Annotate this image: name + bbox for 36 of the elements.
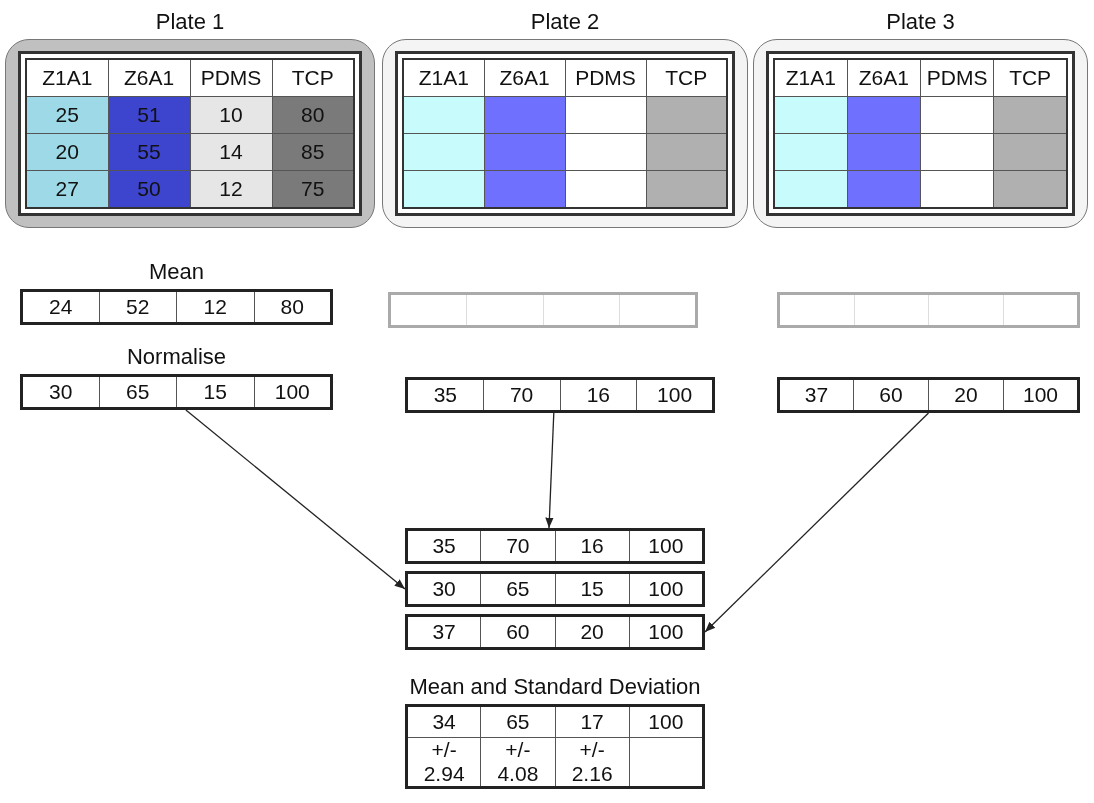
arrow [185,409,406,590]
arrow [545,412,555,529]
column-header: Z1A1 [26,59,108,97]
heading: Plate 1 [154,8,226,36]
value-cell: 17 [555,705,630,738]
column-header: Z1A1 [774,59,848,97]
value-cell: 85 [272,133,354,171]
value-cell: 80 [272,96,354,134]
value-cell: 65 [480,705,555,738]
value-cell: 51 [108,96,190,134]
value-cell: 75 [272,170,354,208]
column-header: PDMS [190,59,272,97]
heading: Normalise [126,343,227,371]
column-header: Z6A1 [108,59,190,97]
value-cell: 12 [190,170,272,208]
heading: Mean [147,258,205,286]
column-header: TCP [646,59,727,97]
value-cell: 20 [26,133,108,171]
column-header: Z1A1 [403,59,484,97]
value-cell: 55 [108,133,190,171]
value-cell: 10 [190,96,272,134]
column-header: Z6A1 [484,59,565,97]
heading: Mean and Standard Deviation [408,673,702,701]
value-cell: 50 [108,170,190,208]
value-cell: 14 [190,133,272,171]
arrow [704,412,930,633]
column-header: TCP [272,59,354,97]
column-header: Z6A1 [847,59,921,97]
column-header: PDMS [920,59,994,97]
column-header: PDMS [565,59,646,97]
heading: Plate 3 [885,8,956,36]
value-cell: 25 [26,96,108,134]
heading: Plate 2 [529,8,601,36]
value-cell: 27 [26,170,108,208]
value-cell: 34 [406,705,481,738]
column-header: TCP [993,59,1067,97]
